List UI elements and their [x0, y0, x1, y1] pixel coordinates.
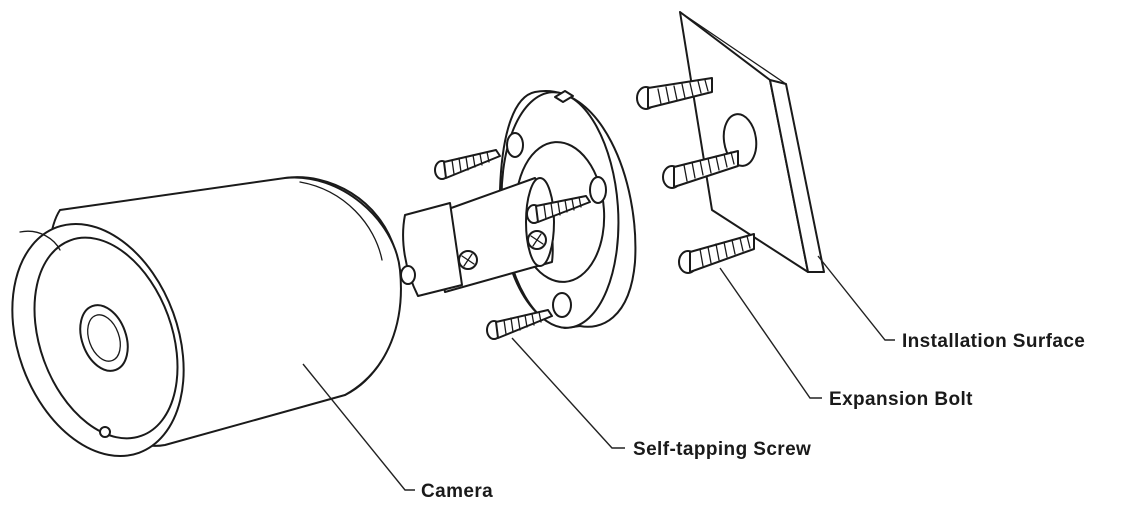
label-expansion-bolt: Expansion Bolt: [829, 389, 973, 410]
expansion-bolt-bottom: [678, 233, 755, 274]
expansion-bolt-middle: [662, 150, 739, 189]
camera: [11, 176, 402, 458]
self-tapping-screw-middle: [526, 195, 591, 224]
leader-expansion-bolt: [719, 267, 822, 399]
expansion-bolt-top: [636, 77, 713, 110]
bracket-arm: [400, 177, 555, 297]
self-tapping-screw-bottom: [486, 309, 553, 340]
leader-self-tapping-screw: [511, 337, 625, 449]
installation-surface: [679, 11, 825, 273]
self-tapping-screw-top: [434, 149, 501, 180]
label-self-tapping-screw: Self-tapping Screw: [633, 439, 811, 460]
label-installation-surface: Installation Surface: [902, 331, 1085, 352]
leader-lines: [302, 255, 895, 491]
leader-camera: [302, 363, 415, 491]
leader-installation-surface: [817, 255, 895, 341]
label-camera: Camera: [421, 481, 493, 502]
